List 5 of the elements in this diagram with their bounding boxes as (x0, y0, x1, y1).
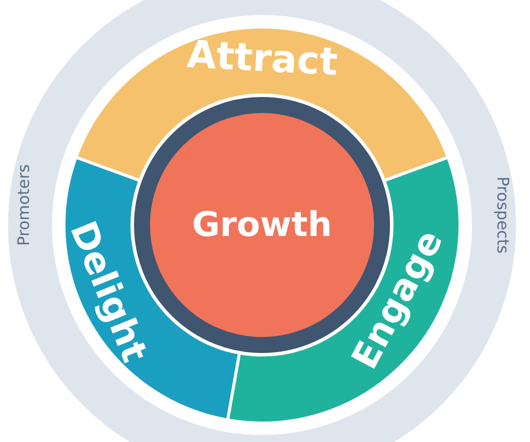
ring-label: Prospects (494, 176, 510, 254)
wheel-segment (75, 27, 449, 181)
center-label: Growth (192, 205, 332, 245)
segment-label: Attract (186, 35, 338, 81)
ring-label: Promoters (16, 164, 32, 246)
